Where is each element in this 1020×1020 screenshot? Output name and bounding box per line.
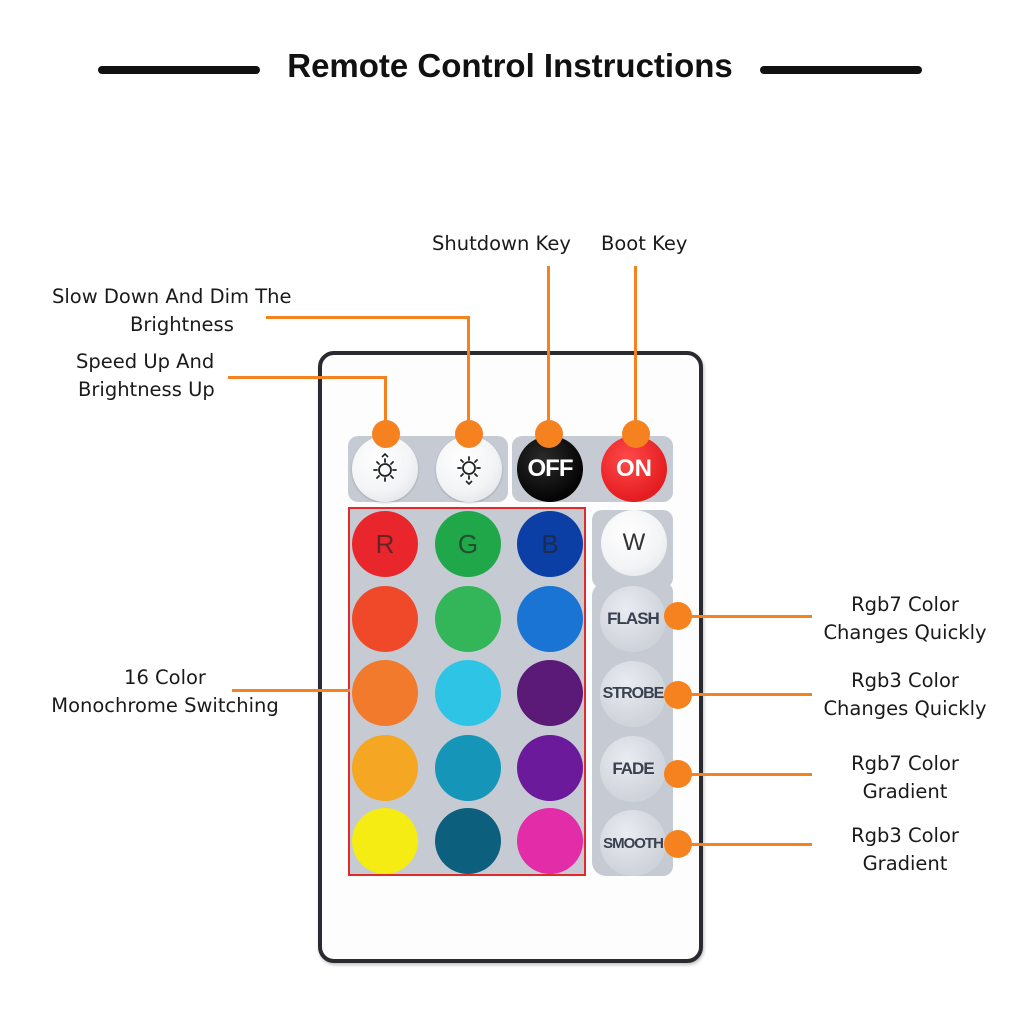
label-boot-key: Boot Key [601,232,688,255]
leader-16color-h [232,689,350,692]
b-label: B [541,528,559,559]
leader-strobe-h [690,693,812,696]
label-strobe-1: Rgb3 Color [851,669,959,692]
dot-slow-down [455,420,483,448]
color-button[interactable] [352,735,418,801]
label-16color-1: 16 Color [124,666,206,689]
color-button[interactable] [517,735,583,801]
color-button[interactable] [517,808,583,874]
label-slow-down-1: Slow Down And Dim The [52,285,292,308]
title-rule-left [98,66,260,74]
fade-button[interactable]: FADE [600,736,666,802]
title-rule-right [760,66,922,74]
sun-up-icon [373,453,397,482]
white-button[interactable]: W [601,510,667,576]
leader-speed-up-v [384,376,387,426]
dot-strobe [664,681,692,709]
label-smooth-2: Gradient [862,852,948,875]
color-button[interactable] [352,808,418,874]
color-button-r[interactable]: R [352,511,418,577]
label-16color-2: Monochrome Switching [51,694,279,717]
leader-smooth-h [690,843,812,846]
label-speed-up-1: Speed Up And [76,350,215,373]
g-label: G [457,528,479,559]
leader-slow-down-h [266,316,469,319]
dot-speed-up [372,420,400,448]
color-button[interactable] [435,586,501,652]
flash-button[interactable]: FLASH [600,586,666,652]
label-strobe-2: Changes Quickly [823,697,987,720]
label-shutdown-key: Shutdown Key [432,232,571,255]
color-button[interactable] [352,586,418,652]
color-button[interactable] [517,660,583,726]
dot-flash [664,602,692,630]
color-button[interactable] [435,735,501,801]
leader-fade-h [690,773,812,776]
color-button[interactable] [352,660,418,726]
color-button[interactable] [435,660,501,726]
smooth-button[interactable]: SMOOTH [600,810,666,876]
label-fade-1: Rgb7 Color [851,752,959,775]
dot-fade [664,760,692,788]
leader-flash-h [690,615,812,618]
r-label: R [375,528,395,559]
label-slow-down-2: Brightness [130,313,234,336]
leader-speed-up-h [228,376,386,379]
color-button[interactable] [517,586,583,652]
dot-smooth [664,830,692,858]
leader-shutdown-v [547,266,550,426]
color-button-b[interactable]: B [517,511,583,577]
label-fade-2: Gradient [862,780,948,803]
color-grid-highlight [348,507,586,876]
color-button-g[interactable]: G [435,511,501,577]
label-flash-2: Changes Quickly [823,621,987,644]
color-button[interactable] [435,808,501,874]
page-title: Remote Control Instructions [287,47,733,84]
label-flash-1: Rgb7 Color [851,593,959,616]
leader-slow-down-v [467,316,470,426]
label-smooth-1: Rgb3 Color [851,824,959,847]
leader-boot-v [634,266,637,426]
sun-down-icon [457,456,481,485]
dot-shutdown [535,420,563,448]
dot-boot [622,420,650,448]
strobe-button[interactable]: STROBE [600,661,666,727]
label-speed-up-2: Brightness Up [78,378,215,401]
